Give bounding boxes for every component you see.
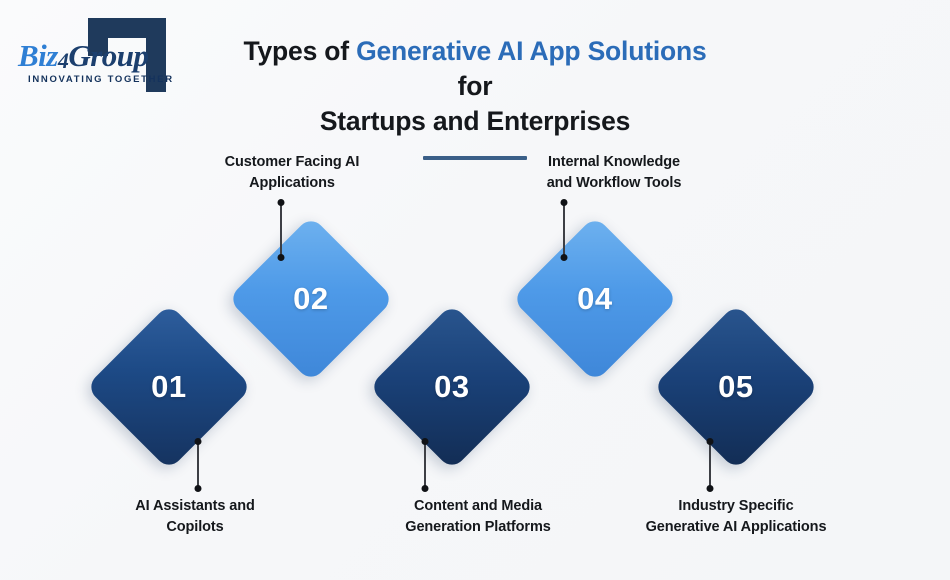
diamond-item-02[interactable]: 02 xyxy=(227,215,395,383)
title-block: Types of Generative AI App Solutions for… xyxy=(225,34,725,160)
label-item-04: Internal Knowledge and Workflow Tools xyxy=(514,152,714,194)
label-item-05: Industry Specific Generative AI Applicat… xyxy=(612,496,860,538)
connector-item-05 xyxy=(709,441,711,489)
logo-wordmark: Biz4Group xyxy=(18,38,149,74)
diamond-item-05[interactable]: 05 xyxy=(652,303,820,471)
label-item-03: Content and Media Generation Platforms xyxy=(376,496,580,538)
label-item-05-line1: Industry Specific xyxy=(678,498,794,514)
connector-item-01 xyxy=(197,441,199,489)
title-line1-pre: Types of xyxy=(243,36,357,66)
label-item-04-line1: Internal Knowledge xyxy=(548,154,680,170)
page-title: Types of Generative AI App Solutions for… xyxy=(225,34,725,140)
label-item-01-line1: AI Assistants and xyxy=(135,498,255,514)
diamond-item-04[interactable]: 04 xyxy=(511,215,679,383)
diamond-item-01[interactable]: 01 xyxy=(85,303,253,471)
diamond-number-05: 05 xyxy=(718,368,754,404)
label-item-01: AI Assistants and Copilots xyxy=(95,496,295,538)
label-item-04-line2: and Workflow Tools xyxy=(546,175,682,192)
diamond-number-03: 03 xyxy=(434,368,470,404)
connector-item-02 xyxy=(280,202,282,258)
label-item-01-line2: Copilots xyxy=(166,519,224,536)
title-line1-post: for xyxy=(457,71,493,102)
title-line1-highlight: Generative AI App Solutions xyxy=(356,36,707,66)
label-item-03-line1: Content and Media xyxy=(414,498,542,514)
brand-logo: Biz4Group INNOVATING TOGETHER xyxy=(14,16,179,94)
label-item-02-line1: Customer Facing AI xyxy=(224,154,360,170)
title-underline-rule xyxy=(423,155,527,160)
diamond-number-01: 01 xyxy=(151,368,187,404)
logo-tagline: INNOVATING TOGETHER xyxy=(28,74,174,85)
logo-word-group: Group xyxy=(68,38,149,73)
connector-item-03 xyxy=(424,441,426,489)
title-line2: Startups and Enterprises xyxy=(319,106,631,137)
connector-item-04 xyxy=(563,202,565,258)
label-item-02-line2: Applications xyxy=(249,175,335,192)
diamond-number-02: 02 xyxy=(293,280,329,316)
diamond-number-04: 04 xyxy=(577,280,613,316)
logo-word-four: 4 xyxy=(57,48,69,73)
diamond-item-03[interactable]: 03 xyxy=(368,303,536,471)
label-item-03-line2: Generation Platforms xyxy=(405,519,551,536)
label-item-02: Customer Facing AI Applications xyxy=(192,152,392,194)
label-item-05-line2: Generative AI Applications xyxy=(645,519,827,536)
logo-bracket-icon xyxy=(88,18,166,92)
logo-word-biz: Biz xyxy=(18,38,58,73)
